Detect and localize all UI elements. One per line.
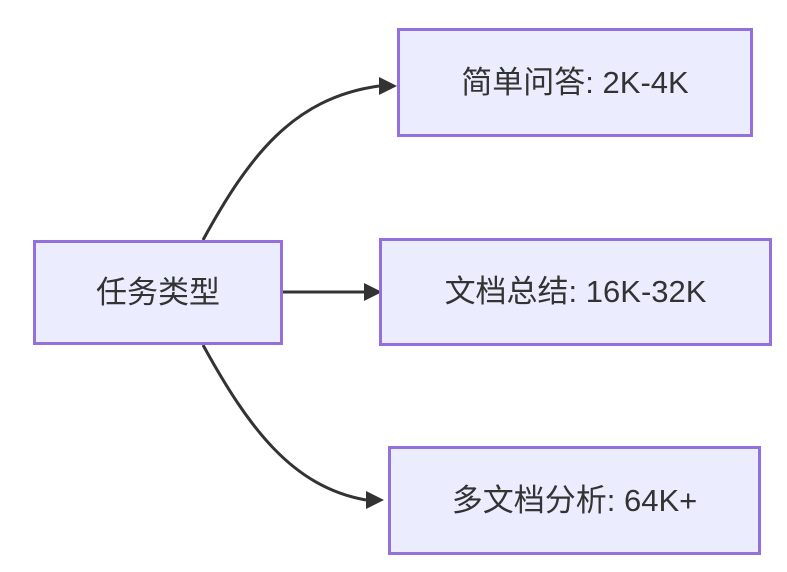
arrowhead-multi-doc: [366, 491, 384, 509]
node-task-type-label: 任务类型: [96, 274, 220, 310]
node-multi-doc: 多文档分析: 64K+: [388, 446, 761, 555]
node-doc-summary: 文档总结: 16K-32K: [379, 238, 772, 346]
node-doc-summary-label: 文档总结: 16K-32K: [444, 274, 707, 310]
node-simple-qa-label: 简单问答: 2K-4K: [461, 64, 689, 100]
edge-task-type-to-simple-qa: [201, 84, 380, 241]
arrowhead-simple-qa: [379, 77, 397, 95]
edge-task-type-to-multi-doc: [201, 344, 367, 502]
node-multi-doc-label: 多文档分析: 64K+: [451, 482, 698, 518]
node-simple-qa: 简单问答: 2K-4K: [397, 28, 753, 137]
node-task-type: 任务类型: [33, 240, 283, 345]
